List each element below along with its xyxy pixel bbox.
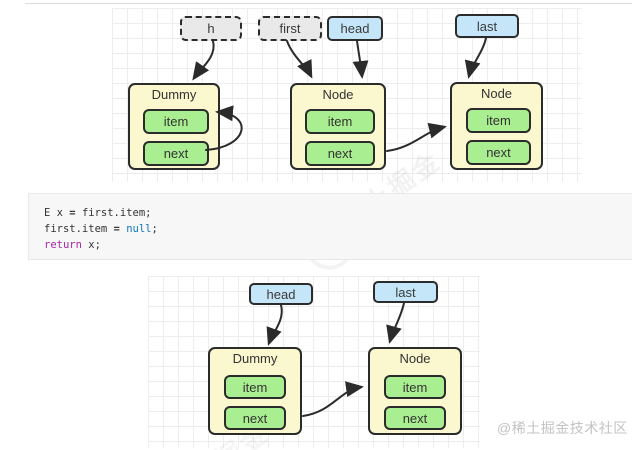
pointer-box-first: first: [258, 16, 322, 41]
pointer-label: head: [340, 21, 370, 36]
pointer-label: last: [476, 18, 498, 34]
node-field-next: next: [305, 141, 375, 166]
node-dummy-bottom: Dummy item next: [208, 347, 302, 435]
node-title: Node: [480, 86, 513, 101]
node-field-next: next: [466, 140, 531, 165]
node-field-item: item: [466, 108, 531, 133]
pointer-label: h: [207, 21, 215, 36]
pointer-box-head: head: [327, 16, 383, 41]
node-field-item: item: [143, 109, 209, 134]
node-dummy-top: Dummy item next: [128, 83, 220, 170]
node-middle-top: Node item next: [290, 83, 386, 170]
code-line: E x = first.item;: [44, 207, 152, 219]
pointer-label: last: [395, 284, 416, 300]
node-title: Dummy: [232, 351, 278, 366]
pointer-label: first: [279, 21, 301, 36]
code-lines: E x = first.item; first.item = null; retur…: [44, 205, 632, 253]
pointer-box-head-bottom: head: [249, 283, 313, 305]
node-title: Node: [322, 87, 354, 102]
node-field-next: next: [384, 406, 446, 430]
node-field-next: next: [224, 406, 286, 430]
pointer-box-h: h: [180, 16, 242, 41]
node-field-item: item: [305, 109, 375, 134]
code-line: first.item = null;: [44, 223, 158, 235]
pointer-box-last-bottom: last: [373, 281, 438, 303]
code-block: E x = first.item; first.item = null; retur…: [28, 193, 632, 260]
community-watermark-credit: @稀土掘金技术社区: [497, 420, 628, 436]
node-title: Dummy: [151, 87, 197, 102]
top-divider: [25, 3, 632, 4]
node-last-bottom: Node item next: [368, 347, 462, 435]
node-last-top: Node item next: [450, 82, 543, 170]
node-title: Node: [399, 351, 431, 366]
pointer-box-last: last: [455, 14, 519, 38]
pointer-label: head: [266, 286, 296, 302]
node-field-item: item: [384, 375, 446, 399]
code-line: return x;: [44, 239, 101, 251]
node-field-item: item: [224, 375, 286, 399]
node-field-next: next: [143, 141, 209, 166]
